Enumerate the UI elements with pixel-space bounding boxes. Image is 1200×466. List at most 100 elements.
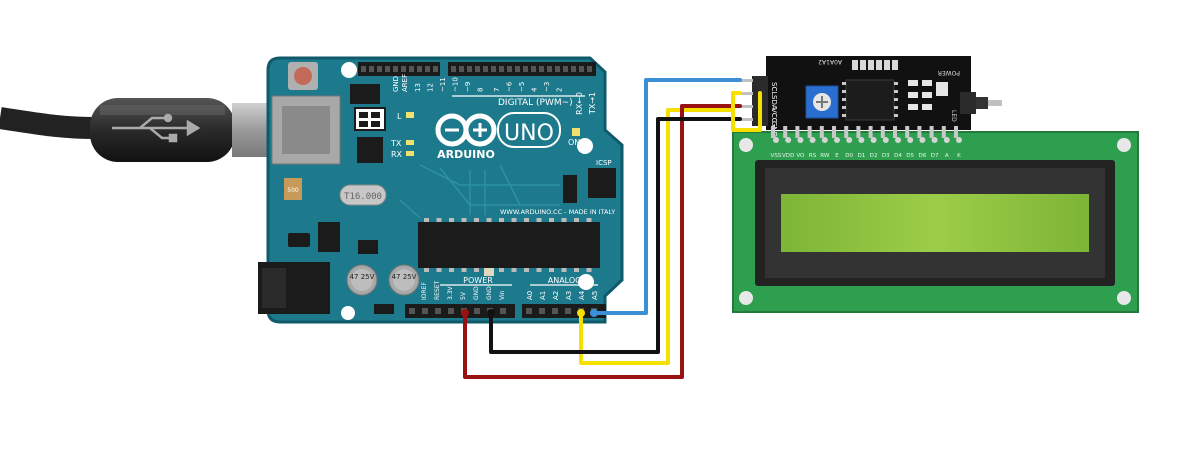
capacitor-label: 47 25V: [392, 273, 417, 281]
aref-label: AREF: [401, 74, 409, 92]
chip-pin: [474, 268, 479, 272]
chip-pin: [449, 218, 454, 222]
i2c-lcd-pin: [954, 126, 958, 138]
i2c-lcd-pin: [771, 126, 775, 138]
lcd-pin-label: D2: [870, 153, 878, 159]
lcd-pin: [870, 137, 877, 143]
mount-hole: [341, 62, 357, 78]
lcd-pin-label: K: [957, 153, 961, 159]
chip-pin: [511, 268, 517, 272]
chip-pin: [424, 268, 429, 272]
chip-pin: [574, 218, 579, 222]
chip-pin: [511, 218, 517, 222]
pcf8574-chip: [845, 79, 895, 121]
icsp-label: ICSP: [596, 159, 612, 167]
header-pin: [539, 308, 545, 314]
header-pin: [385, 66, 390, 72]
digital-pwm-label: DIGITAL (PWM~): [498, 98, 573, 108]
arduino-logo-icon: [435, 113, 497, 147]
chip-pin: [536, 218, 542, 222]
digital-pin-label: ~3: [543, 82, 551, 92]
lcd-pin-label: VDD: [782, 153, 794, 159]
header-pin: [539, 66, 544, 72]
header-pin: [507, 66, 512, 72]
model-label: UNO: [504, 121, 554, 146]
i2c-lcd-pin: [783, 126, 788, 138]
led-jumper-label: LED: [950, 110, 957, 122]
brand-label: ARDUINO: [437, 148, 495, 161]
power-pin-label: 5V: [460, 291, 467, 300]
gnd-top-label: GND: [392, 76, 400, 92]
lcd-pin: [846, 137, 853, 143]
header-pin: [491, 66, 496, 72]
digital-pin-label: 2: [556, 88, 564, 92]
power-label: POWER: [463, 276, 493, 285]
led-l-label: L: [397, 112, 402, 121]
digital-pin-label: 13: [414, 83, 422, 92]
chip-pin: [424, 218, 429, 222]
lcd-pin-label: VSS: [771, 153, 782, 159]
digital-header-left: [358, 62, 440, 76]
header-pin: [448, 308, 454, 314]
wire-scl-blue: [592, 78, 742, 315]
chip-pin: [436, 218, 442, 222]
chip-pin: [461, 268, 467, 272]
header-pin: [526, 308, 532, 314]
i2c-pin-label: SDA: [770, 95, 778, 110]
digital-pin-label: 8: [477, 88, 485, 92]
lcd-pin-label: D1: [857, 153, 865, 159]
header-pin: [483, 66, 488, 72]
header-pin: [401, 66, 406, 72]
header-pin: [523, 66, 528, 72]
digital-header-right: [448, 62, 596, 76]
analog-pin-label: A2: [552, 291, 560, 300]
power-pin-label: RESET: [434, 280, 441, 300]
power-pin-label: GND: [473, 286, 480, 300]
backlight-jumper[interactable]: [960, 92, 976, 114]
header-pin: [451, 66, 456, 72]
lcd-pin: [785, 137, 792, 143]
i2c-pin-label: SCL: [770, 82, 778, 95]
on-label: ON: [568, 138, 580, 147]
i2c-lcd-pin: [941, 126, 946, 138]
analog-pin-label: A5: [591, 291, 599, 300]
i2c-lcd-pin: [856, 126, 861, 138]
led-rx-label: RX: [391, 150, 403, 159]
power-header: [405, 304, 515, 318]
wire-vcc-red: [463, 104, 742, 379]
header-pin: [531, 66, 536, 72]
digital-pin-label: ~6: [506, 81, 514, 92]
i2c-lcd-pin: [795, 126, 800, 138]
chip-pin: [461, 218, 467, 222]
lcd-screen: [781, 194, 1089, 252]
wires: [461, 78, 762, 379]
header-pin: [425, 66, 430, 72]
header-pin: [552, 308, 558, 314]
lcd-pin: [834, 137, 840, 143]
usb-cable: [0, 98, 294, 162]
lcd-pin: [773, 137, 779, 143]
chip-pin: [499, 218, 504, 222]
lcd-pin: [809, 137, 816, 143]
header-pin: [565, 308, 571, 314]
rx-pin-label: RX←0: [575, 92, 584, 115]
lcd-pin-label: VO: [796, 153, 805, 159]
i2c-lcd-pin: [917, 126, 922, 138]
mount-hole: [578, 274, 594, 290]
analog-pin-label: A3: [565, 291, 573, 300]
atmega-chip: [418, 222, 600, 268]
header-pin: [417, 66, 422, 72]
header-pin: [500, 308, 506, 314]
lcd-pin: [907, 137, 914, 143]
chip-pin: [499, 268, 504, 272]
icsp-header: [588, 168, 616, 198]
chip-pin: [586, 268, 592, 272]
lcd-pin-label: D7: [931, 153, 939, 159]
digital-pin-label: ~9: [464, 82, 472, 92]
lcd-pin: [882, 137, 889, 143]
chip-pin: [561, 218, 567, 222]
header-pin: [579, 66, 584, 72]
chip-pin: [436, 268, 442, 272]
